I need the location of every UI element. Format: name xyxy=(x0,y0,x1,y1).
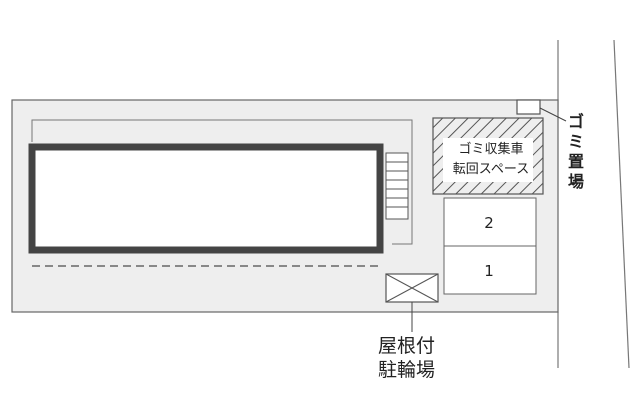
building xyxy=(28,143,384,254)
parking-space-2 xyxy=(443,197,537,247)
garbage-area-label: ゴミ置場 xyxy=(567,112,584,191)
garbage-area-leader xyxy=(539,107,567,122)
garbage-area-box xyxy=(516,99,541,115)
stairs xyxy=(385,152,409,220)
bike-parking-cross xyxy=(385,273,439,303)
building-outline xyxy=(31,119,413,245)
bike-parking-label-line2: 駐輪場 xyxy=(378,359,436,381)
parking-space-1 xyxy=(443,245,537,295)
bike-parking-label-line1: 屋根付 xyxy=(378,335,436,357)
bike-parking-label: 屋根付 駐輪場 xyxy=(378,334,435,382)
garbage-truck-space-label: ゴミ収集車 転回スペース xyxy=(436,140,546,180)
parking-space-number: 2 xyxy=(484,214,494,232)
garbage-truck-label-line2: 転回スペース xyxy=(452,162,530,177)
parking-space-number: 1 xyxy=(484,262,494,280)
road-far-line xyxy=(613,39,630,369)
garbage-truck-label-backdrop xyxy=(443,138,533,182)
garbage-truck-label-line1: ゴミ収集車 xyxy=(458,142,524,157)
